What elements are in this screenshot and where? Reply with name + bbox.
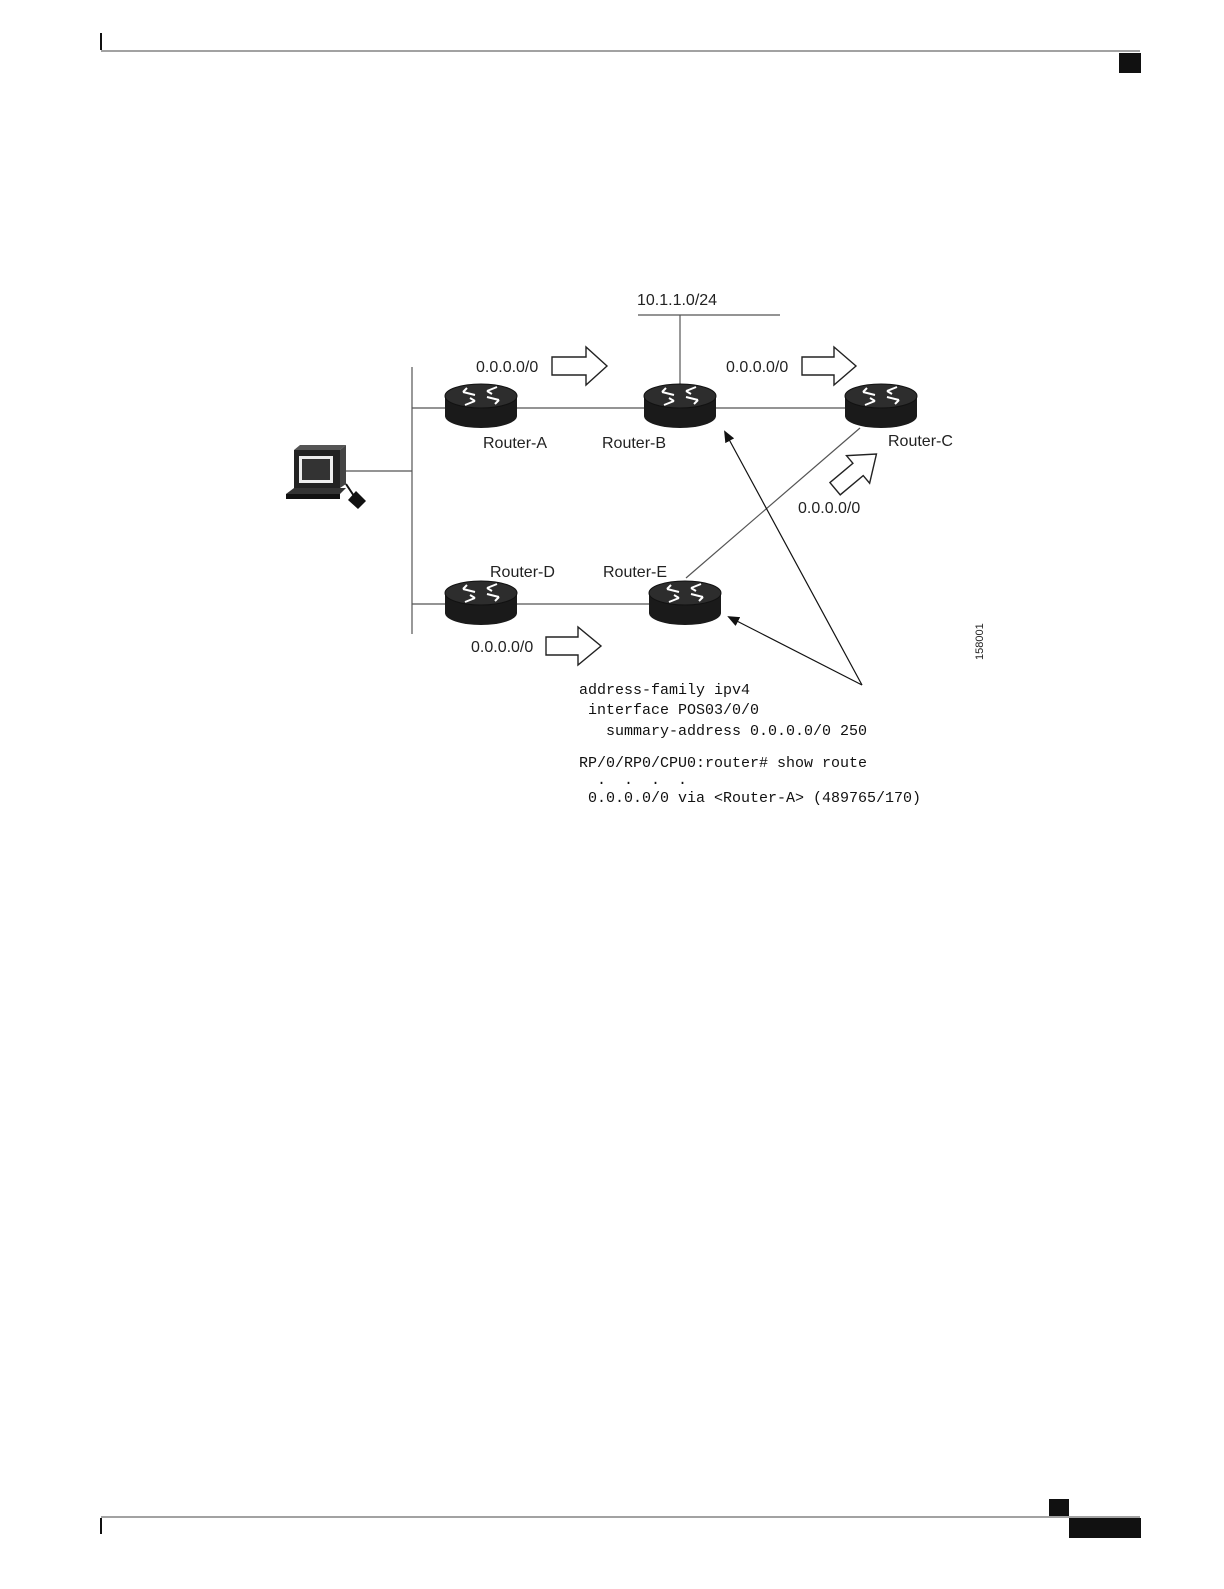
route-label-a-b: 0.0.0.0/0 <box>476 359 538 376</box>
config-line: summary-address 0.0.0.0/0 250 <box>579 723 867 740</box>
show-line: RP/0/RP0/CPU0:router# show route <box>579 755 867 772</box>
config-block: address-family ipv4 interface POS03/0/0 … <box>579 682 867 740</box>
page-header <box>101 33 1141 73</box>
config-line: address-family ipv4 <box>579 682 750 699</box>
route-label-b-c: 0.0.0.0/0 <box>726 359 788 376</box>
network-links <box>346 315 880 634</box>
router-b-label: Router-B <box>602 435 666 452</box>
router-c-icon <box>845 384 917 428</box>
router-a-icon <box>445 384 517 428</box>
subnet-label: 10.1.1.0/24 <box>637 292 717 309</box>
router-d-icon <box>445 581 517 625</box>
callout-arrows <box>725 432 862 685</box>
router-b-icon <box>644 384 716 428</box>
router-c-label: Router-C <box>888 433 953 450</box>
route-label-d-e: 0.0.0.0/0 <box>471 639 533 656</box>
config-line: interface POS03/0/0 <box>579 702 759 719</box>
router-e-label: Router-E <box>603 564 667 581</box>
page-footer <box>101 1499 1141 1538</box>
router-e-icon <box>649 581 721 625</box>
router-d-label: Router-D <box>490 564 555 581</box>
figure-id: 158001 <box>974 623 986 660</box>
route-label-into-c: 0.0.0.0/0 <box>798 500 860 517</box>
workstation-icon <box>286 445 366 509</box>
show-route-block: RP/0/RP0/CPU0:router# show route . . . .… <box>579 755 921 807</box>
router-a-label: Router-A <box>483 435 547 452</box>
show-line: 0.0.0.0/0 via <Router-A> (489765/170) <box>579 790 921 807</box>
show-line: . . . . <box>579 772 687 789</box>
